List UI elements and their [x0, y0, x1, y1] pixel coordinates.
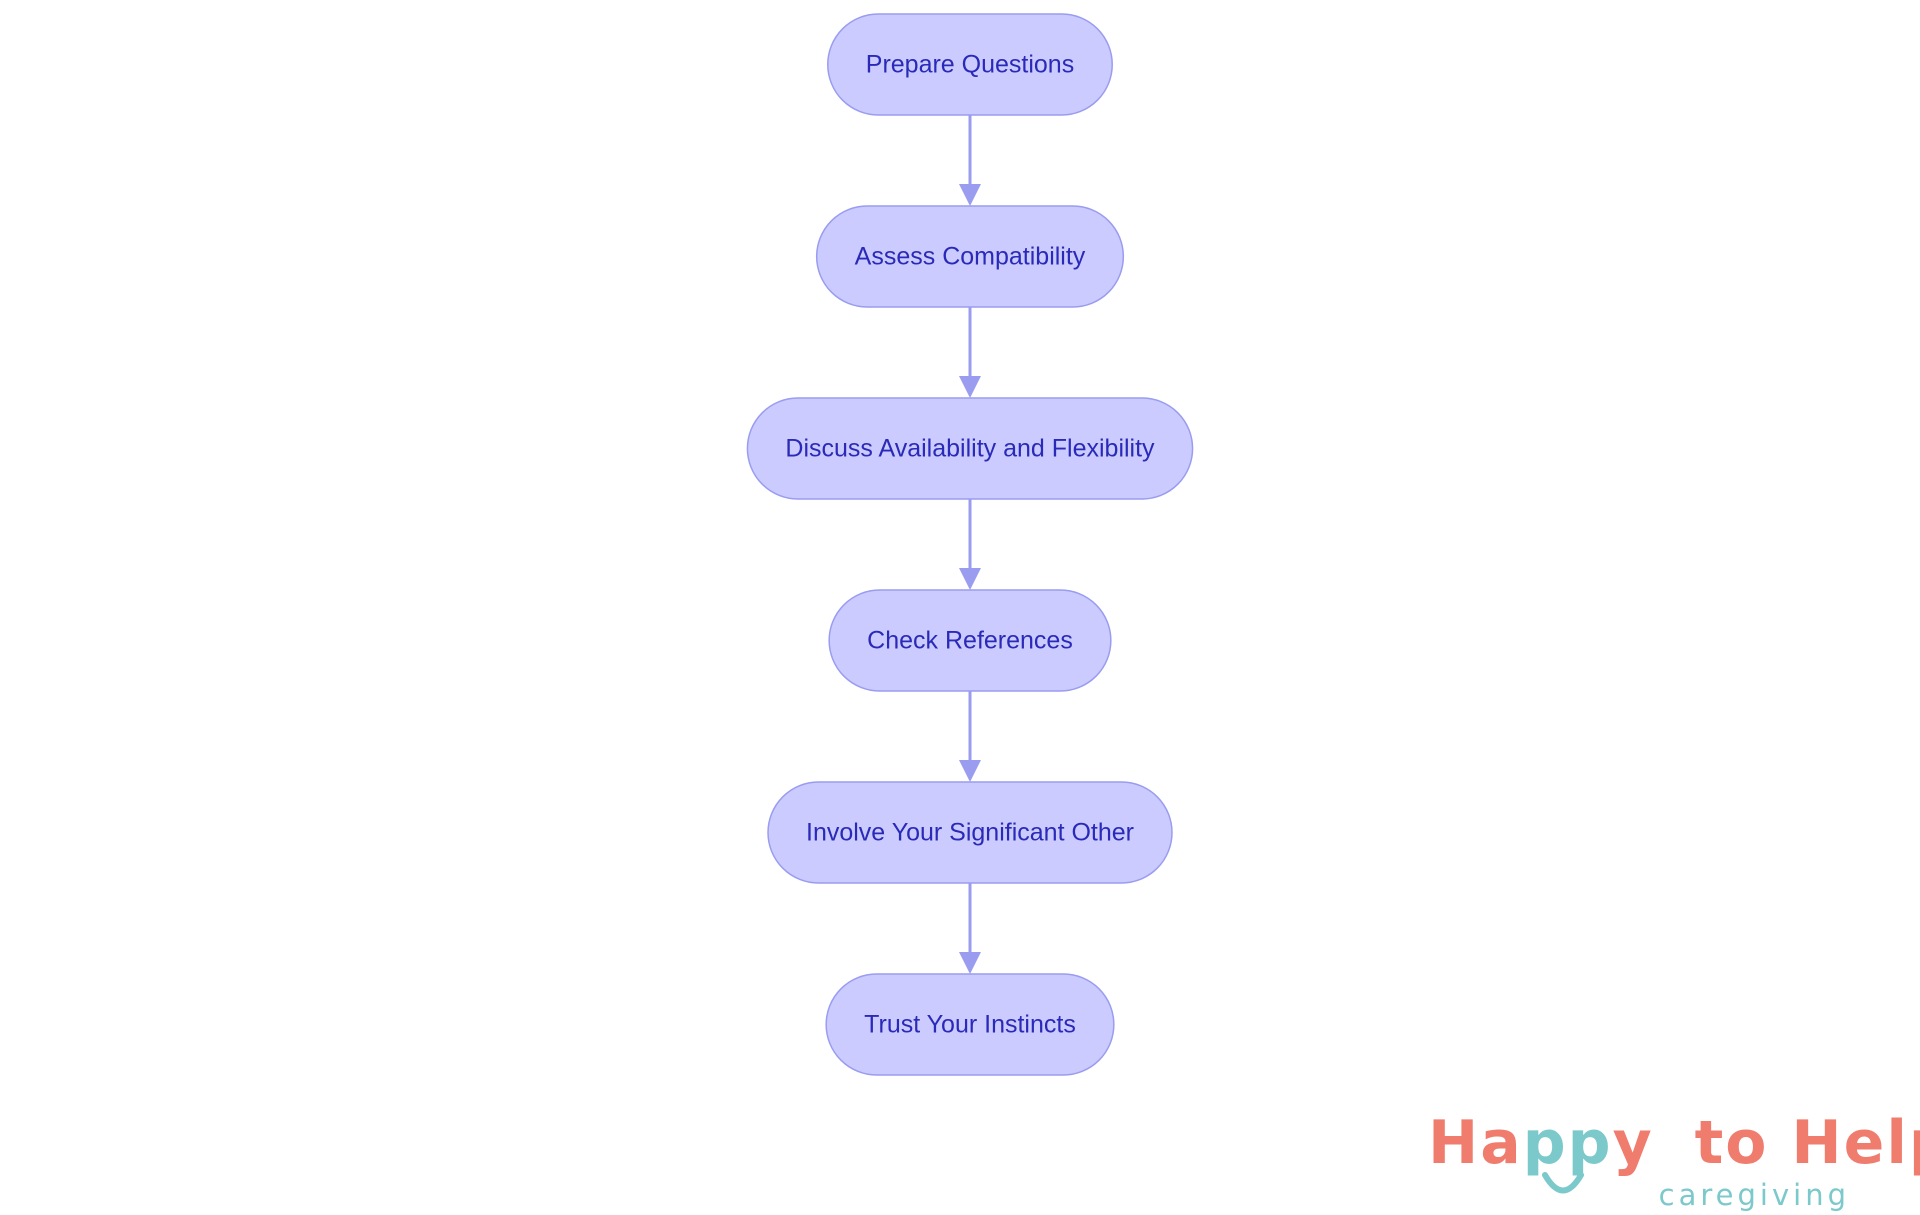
- smile-icon: [1542, 1172, 1584, 1194]
- flow-arrow: [959, 307, 981, 398]
- logo-word-happy: Happy: [1428, 1108, 1654, 1178]
- flow-node: Check References: [828, 589, 1112, 692]
- flow-node-label: Prepare Questions: [866, 51, 1074, 79]
- flow-node-shape: [746, 397, 1194, 500]
- flow-node-label: Discuss Availability and Flexibility: [785, 435, 1155, 463]
- flow-node-shape: [825, 973, 1115, 1076]
- logo-letters-2: pp: [1522, 1108, 1613, 1178]
- flow-arrow-head: [959, 184, 981, 206]
- flow-node: Prepare Questions: [827, 13, 1113, 116]
- flow-node: Involve Your Significant Other: [767, 781, 1173, 884]
- flow-arrow-head: [959, 568, 981, 590]
- flow-arrow: [959, 115, 981, 206]
- flow-node-label: Trust Your Instincts: [864, 1011, 1076, 1039]
- flow-arrow-head: [959, 952, 981, 974]
- logo-letters-3: y: [1612, 1108, 1654, 1178]
- flow-node-shape: [767, 781, 1173, 884]
- flow-node-shape: [815, 205, 1125, 308]
- flow-node-shape: [828, 589, 1112, 692]
- flow-node-label: Assess Compatibility: [855, 243, 1086, 271]
- flow-node: Discuss Availability and Flexibility: [746, 397, 1194, 500]
- logo-subtitle: caregiving: [1658, 1178, 1850, 1212]
- logo-word-to-help: to Help: [1694, 1108, 1920, 1178]
- flow-arrow-head: [959, 760, 981, 782]
- logo-letters-1: Ha: [1428, 1108, 1523, 1178]
- flow-arrow: [959, 691, 981, 782]
- flow-arrow-head: [959, 376, 981, 398]
- flow-node: Assess Compatibility: [815, 205, 1125, 308]
- flow-node-label: Check References: [867, 627, 1073, 655]
- flow-node: Trust Your Instincts: [825, 973, 1115, 1076]
- flow-arrow: [959, 499, 981, 590]
- logo-wordmark: Happy to Help: [1428, 1108, 1920, 1178]
- flow-node-label: Involve Your Significant Other: [806, 819, 1134, 847]
- flow-node-shape: [827, 13, 1113, 116]
- flow-arrow: [959, 883, 981, 974]
- happy-to-help-logo: Happy to Help caregiving: [1428, 1108, 1920, 1212]
